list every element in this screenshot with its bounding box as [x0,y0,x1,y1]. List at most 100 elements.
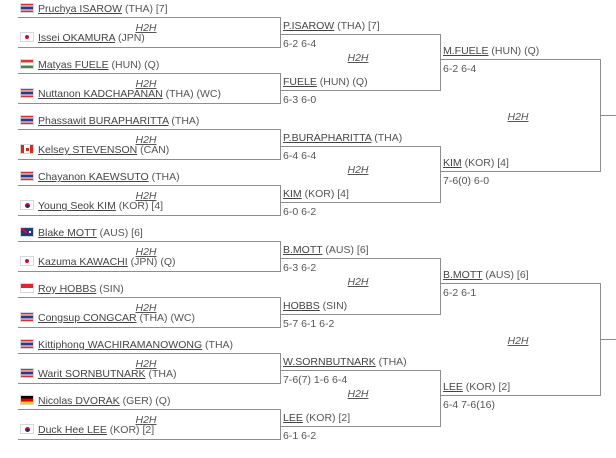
player-name-link[interactable]: P.ISAROW [283,20,335,32]
player-name-link[interactable]: B.MOTT [283,244,323,256]
player-country: (KOR) [4] [461,157,509,169]
player-name-link[interactable]: Kazuma KAWACHI [38,256,128,268]
h2h-link[interactable]: H2H [135,78,157,90]
player-name-link[interactable]: Roy HOBBS [38,283,97,295]
player-country: (SIN) [319,300,348,312]
bracket-line [18,439,280,440]
player-row: P.BURAPHARITTA (THA) [283,132,402,145]
player-row: KIM (KOR) [4] [283,188,349,201]
bracket-line [18,327,280,328]
player-country: (THA) (WC) [162,88,222,100]
player-country: (CAN) [137,144,170,156]
flag-icon [20,88,34,98]
match-score: 6-3 6-2 [283,262,317,274]
h2h-link[interactable]: H2H [347,52,369,64]
h2h-link[interactable]: H2H [507,111,529,123]
player-name-link[interactable]: Chayanon KAEWSUTO [38,171,149,183]
player-name-link[interactable]: Kittiphong WACHIRAMANOWONG [38,339,203,351]
bracket-line [280,17,281,48]
player-name-link[interactable]: Kelsey STEVENSON [38,144,138,156]
player-row: Kazuma KAWACHI (JPN) (Q) [20,256,176,269]
player-name-link[interactable]: B.MOTT [443,269,483,281]
bracket-line [280,297,281,328]
bracket-line [600,115,616,116]
player-country: (AUS) [6] [96,227,143,239]
player-name-link[interactable]: Blake MOTT [38,227,97,239]
bracket-line [18,409,280,410]
flag-icon [20,424,34,434]
bracket-line [280,258,440,259]
bracket-line [440,34,441,91]
player-row: Chayanon KAEWSUTO (THA) [20,171,180,184]
bracket-line [18,241,280,242]
bracket-line [280,409,281,440]
match-score: 6-1 6-2 [283,430,317,442]
player-country: (THA) [148,171,180,183]
h2h-link[interactable]: H2H [135,246,157,258]
flag-icon [20,227,34,237]
h2h-link[interactable]: H2H [135,134,157,146]
flag-icon [20,3,34,13]
h2h-link[interactable]: H2H [347,164,369,176]
h2h-link[interactable]: H2H [347,388,369,400]
player-row: HOBBS (SIN) [283,300,347,313]
match-score: 6-0 6-2 [283,206,317,218]
player-country: (THA) (WC) [136,312,195,324]
player-row: P.ISAROW (THA) [7] [283,20,380,33]
player-row: W.SORNBUTNARK (THA) [283,356,407,369]
player-name-link[interactable]: Nuttanon KADCHAPANAN [38,88,163,100]
bracket-line [280,370,440,371]
player-name-link[interactable]: KIM [283,188,302,200]
player-country: (AUS) [6] [322,244,369,256]
h2h-link[interactable]: H2H [135,414,157,426]
bracket-line [18,215,280,216]
player-row: Nuttanon KADCHAPANAN (THA) (WC) [20,88,221,101]
match-score: 7-6(0) 6-0 [443,175,490,187]
bracket-line [440,146,441,203]
player-name-link[interactable]: Young Seok KIM [38,200,116,212]
flag-icon [20,256,34,266]
player-name-link[interactable]: Warit SORNBUTNARK [38,368,146,380]
player-name-link[interactable]: LEE [443,381,463,393]
player-name-link[interactable]: Matyas FUELE [38,59,109,71]
player-name-link[interactable]: M.FUELE [443,45,489,57]
player-row: B.MOTT (AUS) [6] [443,269,529,282]
player-name-link[interactable]: LEE [283,412,303,424]
flag-icon [20,115,34,125]
bracket-line [18,159,280,160]
h2h-link[interactable]: H2H [135,22,157,34]
bracket-line [440,395,600,396]
player-row: Young Seok KIM (KOR) [4] [20,200,163,213]
h2h-link[interactable]: H2H [135,190,157,202]
player-name-link[interactable]: KIM [443,157,462,169]
player-name-link[interactable]: Phassawit BURAPHARITTA [38,115,169,127]
player-country: (THA) [202,339,234,351]
h2h-link[interactable]: H2H [135,358,157,370]
player-country: (THA) [375,356,407,368]
player-name-link[interactable]: Congsup CONGCAR [38,312,137,324]
player-row: Roy HOBBS (SIN) [20,283,124,296]
player-name-link[interactable]: Nicolas DVORAK [38,395,120,407]
player-row: LEE (KOR) [2] [443,381,510,394]
bracket-line [18,353,280,354]
match-score: 7-6(7) 1-6 6-4 [283,374,348,386]
match-score: 6-2 6-4 [283,38,317,50]
player-row: Blake MOTT (AUS) [6] [20,227,143,240]
player-name-link[interactable]: Duck Hee LEE [38,424,107,436]
player-name-link[interactable]: P.BURAPHARITTA [283,132,372,144]
player-name-link[interactable]: W.SORNBUTNARK [283,356,376,368]
player-row: Issei OKAMURA (JPN) [20,32,145,45]
bracket-line [440,258,441,315]
match-score: 6-4 6-4 [283,150,317,162]
bracket-line [440,370,441,427]
h2h-link[interactable]: H2H [347,276,369,288]
player-name-link[interactable]: Issei OKAMURA [38,32,116,44]
player-name-link[interactable]: Pruchya ISAROW [38,3,123,15]
player-name-link[interactable]: HOBBS [283,300,320,312]
flag-icon [20,171,34,181]
player-country: (JPN) [115,32,145,44]
player-name-link[interactable]: FUELE [283,76,317,88]
match-score: 6-4 7-6(16) [443,399,495,411]
h2h-link[interactable]: H2H [507,335,529,347]
h2h-link[interactable]: H2H [135,302,157,314]
